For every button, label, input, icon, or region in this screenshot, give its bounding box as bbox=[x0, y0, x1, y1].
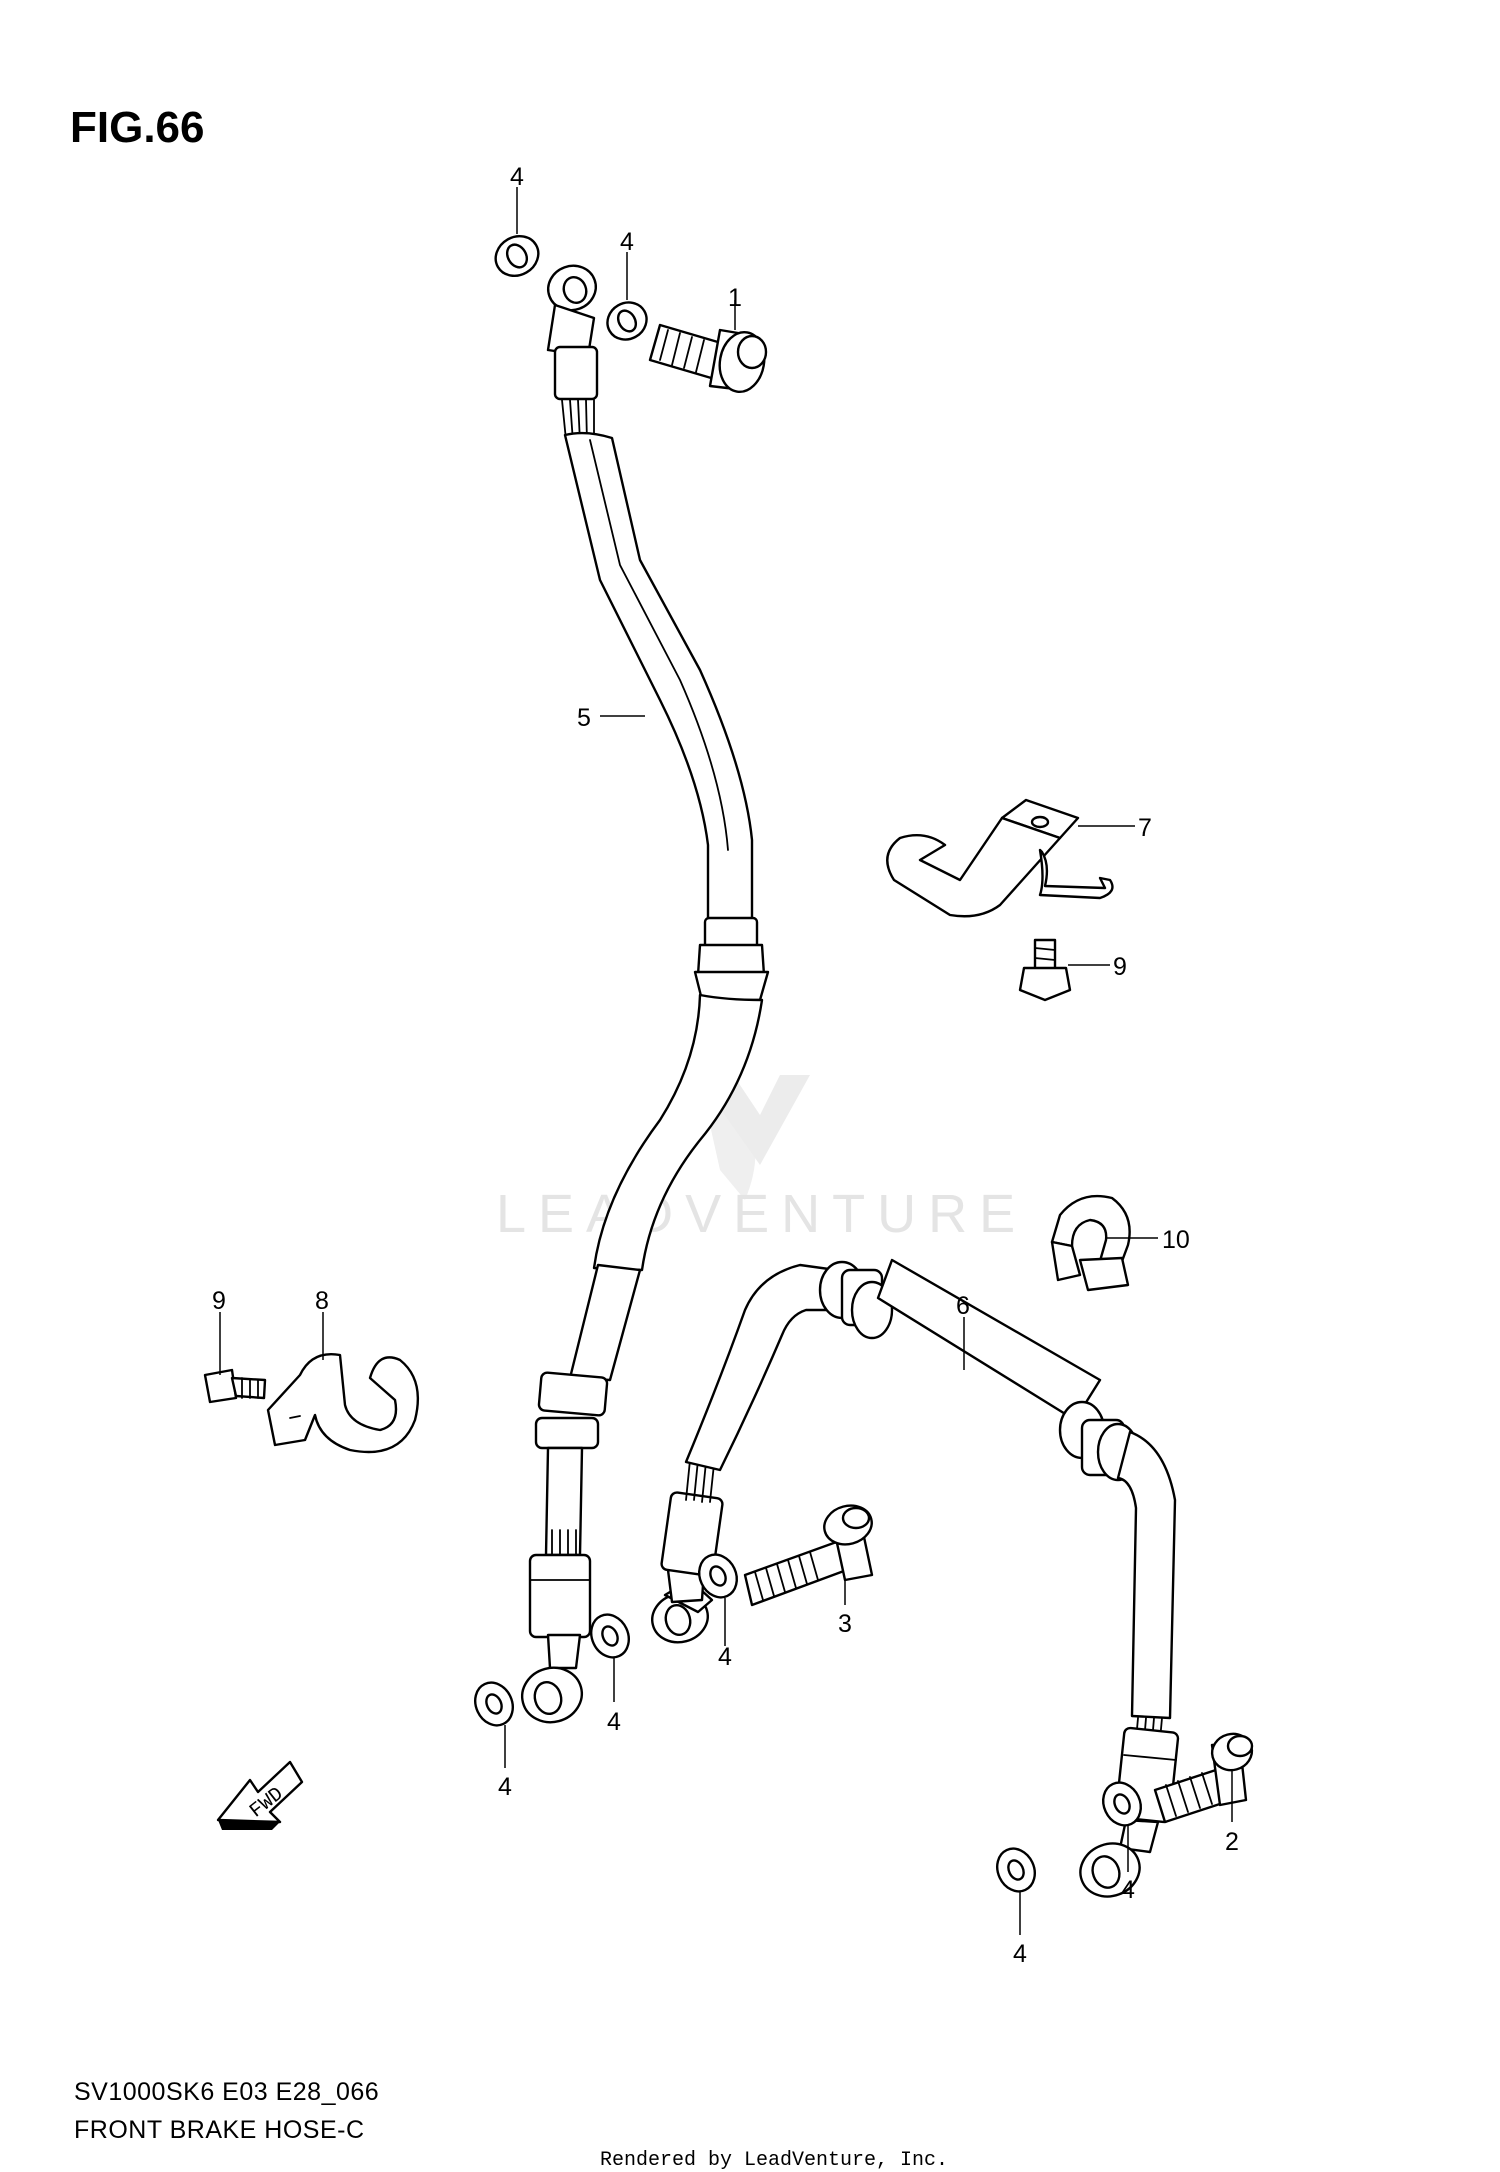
callout-5: 5 bbox=[577, 704, 591, 732]
bracket-7 bbox=[886, 798, 1114, 918]
fwd-arrow-icon: FWD bbox=[216, 1760, 304, 1830]
watermark: LEADVENTURE bbox=[496, 1000, 1027, 1244]
bracket-8 bbox=[266, 1353, 419, 1454]
callout-3: 3 bbox=[838, 1610, 852, 1638]
callout-9: 9 bbox=[212, 1287, 226, 1315]
callout-9: 9 bbox=[1113, 953, 1127, 981]
clip-10 bbox=[1050, 1194, 1131, 1292]
bolt-9-right bbox=[1018, 938, 1072, 1002]
callout-10: 10 bbox=[1162, 1226, 1190, 1254]
callout-4: 4 bbox=[1121, 1876, 1135, 1904]
diagram-caption: FRONT BRAKE HOSE-C bbox=[74, 2116, 365, 2144]
callout-6: 6 bbox=[956, 1292, 970, 1320]
callout-4: 4 bbox=[620, 228, 634, 256]
washer-4-top-left bbox=[494, 235, 540, 277]
union-bolt-1 bbox=[648, 323, 768, 393]
callout-8: 8 bbox=[315, 1287, 329, 1315]
callout-4: 4 bbox=[510, 163, 524, 191]
leader-lines bbox=[219, 187, 1233, 1935]
union-bolt-2 bbox=[1153, 1732, 1254, 1824]
washer-4-lower-1 bbox=[474, 1681, 514, 1727]
callout-2: 2 bbox=[1225, 1828, 1239, 1856]
washer-4-top-right bbox=[606, 301, 648, 341]
washer-4-lower-4 bbox=[1102, 1781, 1142, 1827]
callouts: 4 4 1 5 7 9 10 9 8 6 3 4 4 4 2 4 4 bbox=[212, 163, 1239, 1968]
figure-title: FIG.66 bbox=[70, 103, 205, 152]
union-bolt-3 bbox=[743, 1504, 874, 1607]
callout-4: 4 bbox=[607, 1708, 621, 1736]
callout-4: 4 bbox=[498, 1773, 512, 1801]
brake-hose-6 bbox=[651, 1258, 1180, 1898]
callout-1: 1 bbox=[728, 284, 742, 312]
washer-4-lower-2 bbox=[590, 1613, 630, 1659]
washer-4-lower-5 bbox=[996, 1847, 1036, 1893]
callout-4: 4 bbox=[718, 1643, 732, 1671]
callout-7: 7 bbox=[1138, 814, 1152, 842]
bolt-9-left bbox=[203, 1368, 267, 1404]
model-code: SV1000SK6 E03 E28_066 bbox=[74, 2078, 379, 2106]
brake-hose-5 bbox=[520, 264, 770, 1724]
washer-4-lower-3 bbox=[698, 1553, 738, 1599]
render-credit: Rendered by LeadVenture, Inc. bbox=[600, 2149, 948, 2172]
watermark-text: LEADVENTURE bbox=[496, 1184, 1027, 1244]
callout-4: 4 bbox=[1013, 1940, 1027, 1968]
